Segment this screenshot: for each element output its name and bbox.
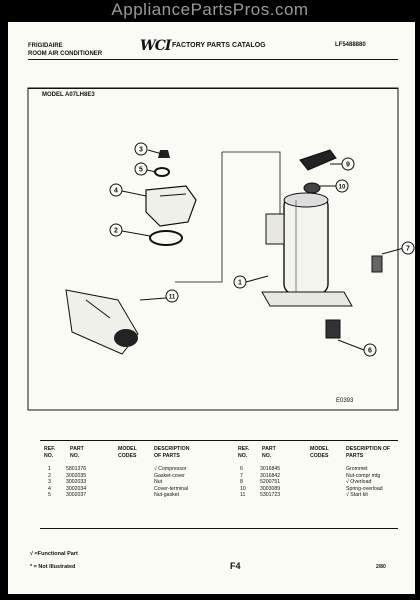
- model-number: MODEL A07LH8E3: [42, 92, 95, 98]
- col-desc-header-right: DESCRIPTION OF PARTS: [346, 446, 391, 459]
- callout-4: [109, 183, 123, 197]
- compressor-mount-nut-icon: [371, 255, 383, 273]
- catalog-number: LF5488880: [335, 42, 366, 48]
- callout-2: [109, 223, 123, 237]
- callout-7: [401, 241, 415, 255]
- col-ref-header-right: REF. NO.: [238, 446, 250, 459]
- part-description: √ Overload: [346, 479, 372, 486]
- part-number: 3016842: [260, 472, 281, 479]
- desc-column: √ Compressor Gasket-cover Nut Cover-term…: [154, 466, 188, 499]
- part-number: 3016845: [260, 466, 281, 472]
- part-description: Cover-terminal: [154, 485, 189, 492]
- brand-block: FRIGIDAIRE ROOM AIR CONDITIONER: [28, 42, 102, 58]
- callout-10-label: 10: [339, 185, 346, 191]
- revision-date: 2/80: [376, 564, 386, 570]
- gasket-cover-icon: [149, 230, 183, 246]
- col-desc-header: DESCRIPTION OF PARTS: [154, 446, 190, 459]
- overload-icon: [299, 149, 337, 194]
- callout-11: [165, 289, 179, 303]
- part-description: √ Compressor: [154, 466, 187, 472]
- product-line: ROOM AIR CONDITIONER: [28, 51, 103, 57]
- callout-2-label: 2: [114, 228, 118, 235]
- callout-5: [134, 162, 148, 176]
- table-row: 3: [48, 479, 51, 486]
- compressor-icon: [261, 192, 353, 307]
- part-description: √ Start kit: [346, 492, 368, 499]
- nut-gasket-icon: [154, 167, 170, 177]
- part-number: 3002034: [66, 485, 87, 492]
- page-number: F4: [230, 561, 241, 571]
- grommet-icon: [325, 319, 341, 339]
- desc-column-right: Grommet Nut-compr mtg √ Overload Spring-…: [346, 466, 383, 499]
- col-ref-header: REF. NO.: [44, 446, 56, 459]
- callout-5-label: 5: [139, 167, 143, 174]
- legend-functional-part: √ =Functional Part: [30, 551, 78, 557]
- table-row: 6: [240, 466, 243, 472]
- callout-6: [363, 343, 377, 357]
- table-rule-bottom: [40, 528, 398, 529]
- callout-1-label: 1: [238, 280, 242, 287]
- start-kit-icon: [65, 289, 139, 355]
- parts-table-left: REF. NO. PART NO. MODEL CODES DESCRIPTIO…: [44, 446, 224, 506]
- table-row: 8: [240, 479, 243, 486]
- col-part-header: PART NO.: [70, 446, 84, 459]
- ref-column: 1 2 3 4 5: [48, 466, 51, 499]
- brand-name: FRIGIDAIRE: [28, 43, 63, 49]
- callout-1: [233, 275, 247, 289]
- part-number: 3002033: [66, 479, 87, 486]
- table-rule-top: [40, 440, 398, 441]
- parts-table-right: REF. NO. PART NO. MODEL CODES DESCRIPTIO…: [238, 446, 403, 506]
- part-number: 3002037: [66, 492, 87, 499]
- table-row: 11: [240, 492, 246, 499]
- callout-6-label: 6: [368, 348, 372, 355]
- col-codes-header-right: MODEL CODES: [310, 446, 329, 459]
- ref-column-right: 6 7 8 10 11: [240, 466, 246, 499]
- callout-7-label: 7: [406, 246, 410, 253]
- part-column: 5801376 3002035 3002033 3002034 3002037: [66, 466, 86, 499]
- part-number: 5801376: [66, 466, 87, 472]
- callout-11-label: 11: [169, 295, 176, 301]
- part-description: Nut-compr mtg: [346, 472, 381, 479]
- wiring-line-2: [175, 152, 223, 283]
- legend-not-illustrated: * = Not Illustrated: [30, 564, 76, 570]
- callout-4-label: 4: [114, 188, 118, 195]
- callout-3-label: 3: [139, 147, 143, 154]
- callout-10: [335, 179, 349, 193]
- terminal-cover-icon: [145, 185, 197, 227]
- part-number: 3003089: [260, 485, 281, 492]
- table-row: 1: [48, 466, 51, 472]
- legend: √ =Functional Part * = Not Illustrated: [30, 548, 78, 574]
- diagram-frame: [27, 87, 399, 411]
- part-description: Spring-overload: [346, 485, 383, 492]
- header-rule: [28, 59, 398, 60]
- part-description: Gasket-cover: [154, 472, 185, 479]
- catalog-title: FACTORY PARTS CATALOG: [172, 42, 266, 49]
- part-description: Nut-gasket: [154, 492, 180, 499]
- col-codes-header: MODEL CODES: [118, 446, 137, 459]
- callout-9: [341, 157, 355, 171]
- part-description: Nut: [154, 479, 163, 486]
- drawing-code: E0393: [336, 398, 354, 404]
- part-column-right: 3016845 3016842 5200751 3003089 5301723: [260, 466, 280, 499]
- nut-icon: [158, 150, 170, 158]
- table-row: 5: [48, 492, 51, 499]
- table-row: 2: [48, 472, 51, 479]
- part-description: Grommet: [346, 466, 368, 472]
- watermark-text: AppliancePartsPros.com: [111, 0, 309, 19]
- callout-9-label: 9: [346, 162, 350, 169]
- table-row: 10: [240, 485, 246, 492]
- part-number: 5301723: [260, 492, 281, 499]
- wci-logo: WCI: [140, 38, 171, 54]
- table-row: 4: [48, 485, 51, 492]
- callout-3: [134, 142, 148, 156]
- part-number: 5200751: [260, 479, 281, 486]
- table-row: 7: [240, 472, 243, 479]
- part-number: 3002035: [66, 472, 87, 479]
- wiring-line: [222, 151, 281, 232]
- col-part-header-right: PART NO.: [262, 446, 276, 459]
